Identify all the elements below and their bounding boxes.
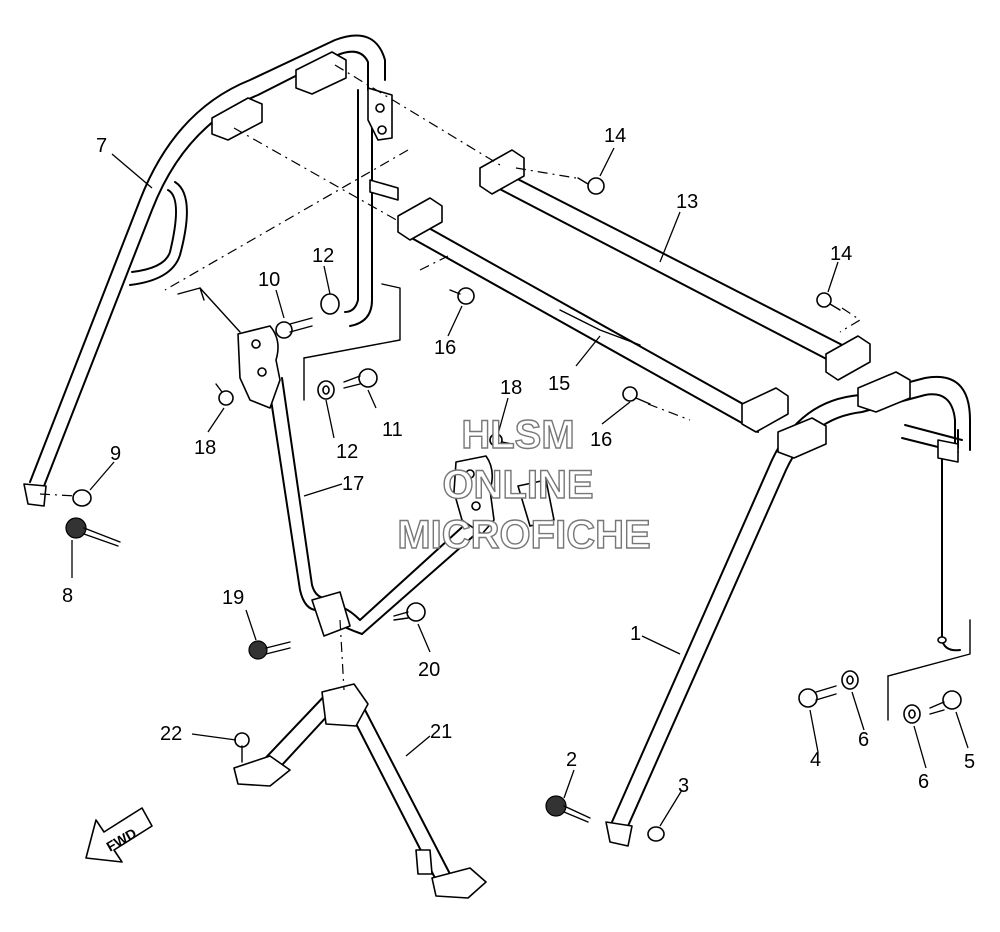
cross-bar-front <box>397 197 789 433</box>
fwd-arrow-icon: FWD <box>85 807 153 863</box>
nut-3 <box>647 826 665 842</box>
bolt-19 <box>248 640 291 660</box>
callout-1: 1 <box>630 623 641 645</box>
bolt-11 <box>343 368 378 389</box>
cross-bar-rear <box>479 149 871 381</box>
callout-8: 8 <box>62 585 73 607</box>
callout-7: 7 <box>96 135 107 157</box>
roll-bar-front-right <box>605 371 971 847</box>
washer-6a <box>841 670 859 690</box>
callout-14b: 14 <box>830 243 852 265</box>
watermark-line1: HLSM <box>461 413 574 457</box>
callout-12b: 12 <box>336 441 358 463</box>
bolt-2 <box>545 795 591 823</box>
callout-6b: 6 <box>918 771 929 793</box>
bolt-10 <box>275 317 313 339</box>
collar-12a <box>320 293 340 315</box>
callout-21: 21 <box>430 721 452 743</box>
callout-14a: 14 <box>604 125 626 147</box>
callout-labels: 1 2 3 4 5 6 6 7 8 9 10 11 12 12 13 14 14… <box>62 125 975 797</box>
callout-18b: 18 <box>500 377 522 399</box>
callout-10: 10 <box>258 269 280 291</box>
brace-center <box>311 455 555 637</box>
callout-17: 17 <box>342 473 364 495</box>
bolt-20 <box>393 602 426 622</box>
watermark-line3: MICROFICHE <box>397 513 650 557</box>
bolt-16b <box>622 386 651 405</box>
callout-6a: 6 <box>858 729 869 751</box>
callout-18a: 18 <box>194 437 216 459</box>
watermark-line2: ONLINE <box>442 463 593 507</box>
callout-15: 15 <box>548 373 570 395</box>
reference-brackets <box>303 283 971 721</box>
callout-16b: 16 <box>590 429 612 451</box>
callout-19: 19 <box>222 587 244 609</box>
bolt-5 <box>929 690 962 715</box>
callout-16a: 16 <box>434 337 456 359</box>
brace-front-left <box>177 287 331 612</box>
callout-11: 11 <box>382 419 403 441</box>
bolt-16a <box>449 287 475 305</box>
callout-22: 22 <box>160 723 182 745</box>
callout-13: 13 <box>676 191 698 213</box>
assembly-lines <box>39 64 862 691</box>
roll-bar-rear-left <box>23 34 399 507</box>
bolt-14a <box>577 177 605 195</box>
nut-9 <box>72 489 92 507</box>
callout-3: 3 <box>678 775 689 797</box>
bolt-4 <box>798 685 837 708</box>
watermark: HLSM ONLINE MICROFICHE <box>397 412 652 557</box>
bolt-18a <box>215 383 234 406</box>
floor-support <box>233 683 487 899</box>
callout-9: 9 <box>110 443 121 465</box>
bolt-8 <box>65 517 121 547</box>
collar-12b <box>317 380 335 400</box>
bolt-22 <box>234 732 250 763</box>
bolt-14b <box>816 292 841 311</box>
callout-4: 4 <box>810 749 821 771</box>
callout-20: 20 <box>418 659 440 681</box>
bolt-18b <box>489 433 513 447</box>
callout-12a: 12 <box>312 245 334 267</box>
callout-2: 2 <box>566 749 577 771</box>
washer-6b <box>903 704 921 724</box>
callout-5: 5 <box>964 751 975 773</box>
leader-lines <box>71 147 969 827</box>
